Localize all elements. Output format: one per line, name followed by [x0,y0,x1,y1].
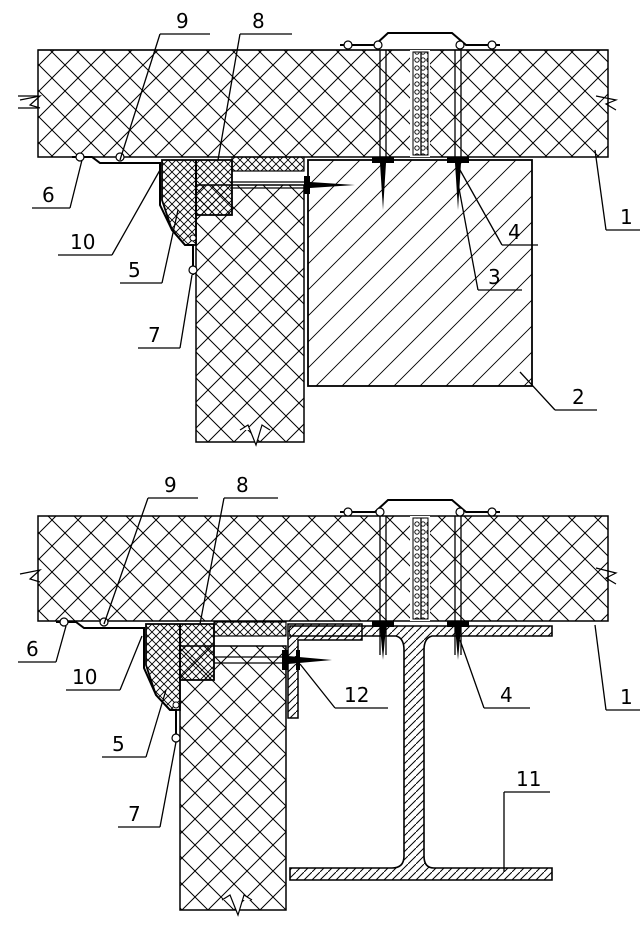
top-callout-5: 5 [128,258,141,282]
bottom-wall-panel [179,645,287,917]
top-callout-8: 8 [252,9,265,33]
top-callout-2: 2 [572,385,585,409]
top-callout-6: 6 [42,183,55,207]
top-timber-beam [307,159,533,387]
bottom-callout-6: 6 [26,637,39,661]
top-callout-4: 4 [508,220,521,244]
bottom-steel-angle [287,623,363,719]
top-callout-10: 10 [70,230,95,254]
bottom-steel-i-beam [289,625,553,881]
bottom-leaders [18,497,640,872]
top-sealant-strip [231,156,305,172]
bottom-horizontal-bolt [214,650,332,670]
bottom-callout-7: 7 [128,802,141,826]
bottom-screws [372,621,469,660]
top-horizontal-nail [230,176,355,194]
top-flashing [72,156,194,275]
bottom-detail: 1 4 5 6 7 8 9 10 11 12 [18,473,640,917]
top-callout-7: 7 [148,323,161,347]
bottom-callout-9: 9 [164,473,177,497]
top-wall-panel [195,184,305,447]
bottom-callout-5: 5 [112,732,125,756]
top-detail: 1 2 3 4 5 6 7 8 9 10 [18,9,640,447]
bottom-callout-10: 10 [72,665,97,689]
bottom-callout-11: 11 [516,767,541,791]
top-leaders [32,33,640,411]
top-callout-3: 3 [488,265,501,289]
bottom-callout-1: 1 [620,685,633,709]
bottom-roof-panel [19,499,618,655]
bottom-callout-4: 4 [500,683,513,707]
bottom-callout-8: 8 [236,473,249,497]
top-roof-panel [18,32,619,160]
bottom-sealant-strip [213,621,287,637]
top-callout-9: 9 [176,9,189,33]
bottom-callout-12: 12 [344,683,369,707]
bottom-flashing [56,621,177,740]
bottom-callouts: 1 4 5 6 7 8 9 10 11 12 [26,473,633,826]
top-callout-1: 1 [620,205,633,229]
top-callouts: 1 2 3 4 5 6 7 8 9 10 [42,9,633,409]
